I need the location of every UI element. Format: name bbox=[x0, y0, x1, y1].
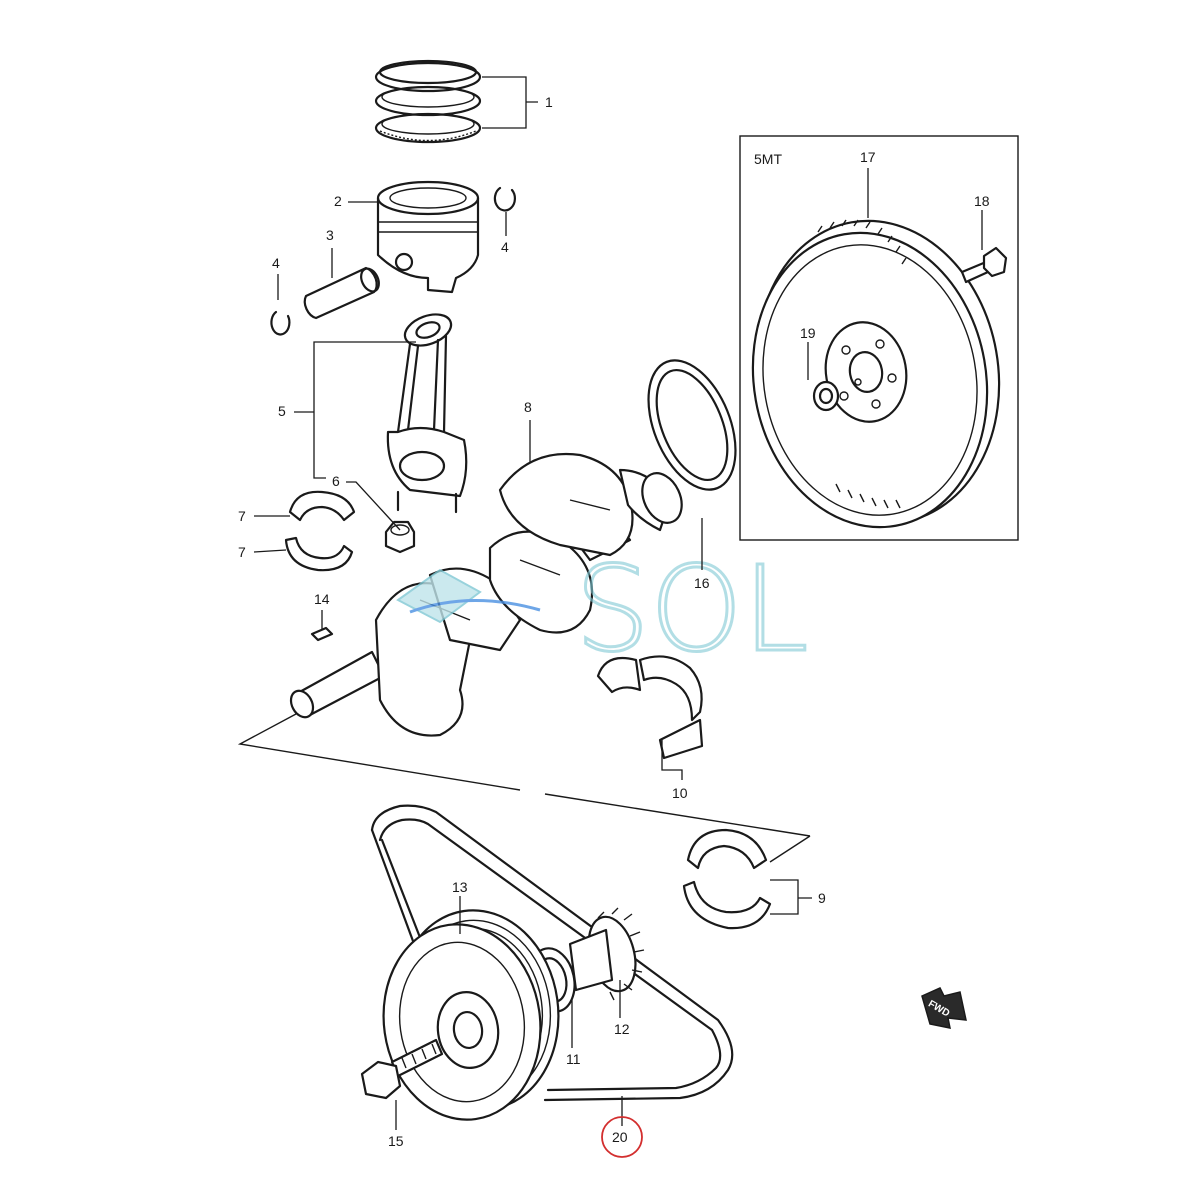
callout-17: 17 bbox=[860, 149, 876, 165]
piston-rings bbox=[374, 59, 482, 144]
callout-6: 6 bbox=[332, 473, 340, 489]
circlip-right bbox=[493, 186, 516, 212]
piston-pin bbox=[303, 266, 380, 320]
rod-nut bbox=[384, 520, 416, 554]
fwd-arrow-icon: FWD bbox=[921, 987, 967, 1029]
callout-12: 12 bbox=[614, 1021, 630, 1037]
pulley-bolt bbox=[360, 1038, 444, 1100]
pilot-bearing bbox=[812, 380, 840, 412]
crank-key bbox=[310, 626, 334, 642]
crankshaft-pulley bbox=[382, 909, 560, 1121]
callout-20: 20 bbox=[612, 1129, 628, 1145]
callout-5: 5 bbox=[278, 403, 286, 419]
callout-7b: 7 bbox=[238, 544, 246, 560]
callout-18: 18 bbox=[974, 193, 990, 209]
callout-13: 13 bbox=[452, 879, 468, 895]
callout-1: 1 bbox=[545, 94, 553, 110]
oil-seal-rear bbox=[647, 359, 737, 491]
connecting-rod bbox=[386, 313, 468, 514]
inset-frame bbox=[739, 135, 1019, 541]
callout-19: 19 bbox=[800, 325, 816, 341]
piston bbox=[376, 180, 480, 294]
callout-8: 8 bbox=[524, 399, 532, 415]
callout-4a: 4 bbox=[272, 255, 280, 271]
crankshaft bbox=[289, 452, 683, 737]
flywheel-inset: 5MT bbox=[739, 135, 1019, 541]
callout-11: 11 bbox=[566, 1051, 581, 1067]
exploded-guide-upper bbox=[237, 713, 811, 837]
flywheel-bolt bbox=[960, 246, 1008, 284]
timing-sprocket bbox=[568, 907, 645, 1001]
callout-3: 3 bbox=[326, 227, 334, 243]
callout-14: 14 bbox=[314, 591, 330, 607]
callout-7a: 7 bbox=[238, 508, 246, 524]
flywheel bbox=[751, 219, 1001, 529]
circlip-left bbox=[270, 310, 291, 336]
callout-16: 16 bbox=[694, 575, 710, 591]
callout-4b: 4 bbox=[501, 239, 509, 255]
callout-9: 9 bbox=[818, 890, 826, 906]
leader-lines bbox=[253, 76, 983, 1130]
callout-20-highlight bbox=[601, 1116, 643, 1158]
callout-10: 10 bbox=[672, 785, 688, 801]
exploded-guide-lower bbox=[769, 835, 811, 863]
watermark-text: SOL bbox=[575, 540, 809, 678]
callout-labels: 1 2 3 4 4 5 6 7 7 8 9 10 11 12 13 14 15 … bbox=[238, 94, 990, 1158]
callout-15: 15 bbox=[388, 1133, 404, 1149]
inset-title: 5MT bbox=[754, 151, 782, 167]
watermark: SOL bbox=[396, 539, 810, 680]
callout-2: 2 bbox=[334, 193, 342, 209]
main-bearings-lower bbox=[682, 828, 772, 930]
main-bearings-upper bbox=[596, 655, 704, 760]
rod-bearings bbox=[284, 490, 356, 572]
